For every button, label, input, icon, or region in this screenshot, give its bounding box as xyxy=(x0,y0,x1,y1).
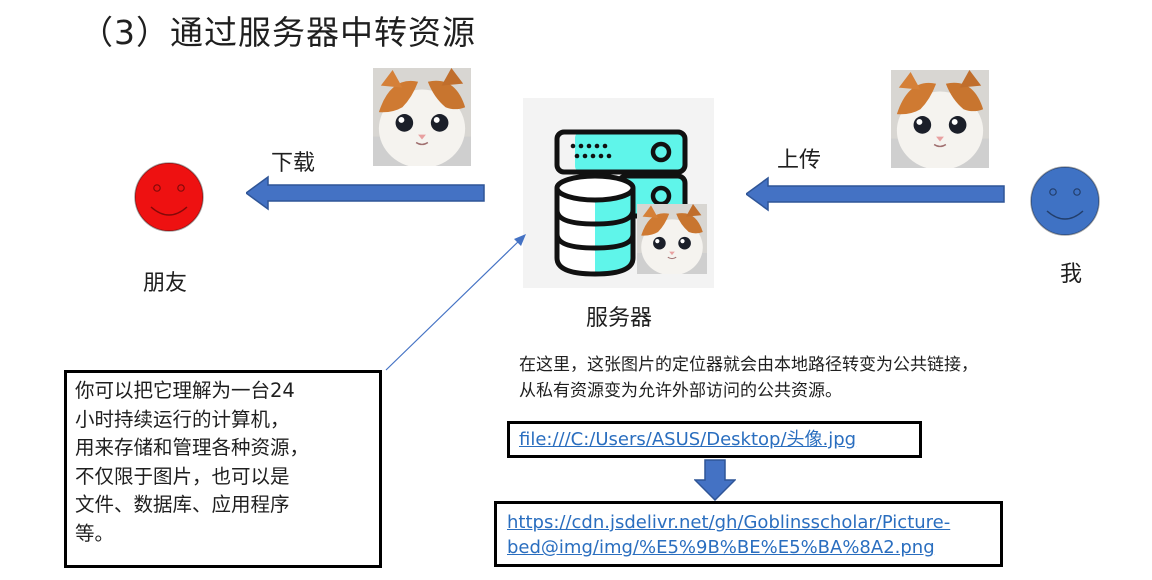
public-url-link[interactable]: https://cdn.jsdelivr.net/gh/Goblinsschol… xyxy=(507,512,951,533)
note-line: 小时持续运行的计算机， xyxy=(75,407,290,431)
friend-smiley-icon xyxy=(133,161,205,233)
cat-avatar-image xyxy=(373,68,471,166)
public-url-box: https://cdn.jsdelivr.net/gh/Goblinsschol… xyxy=(494,501,1003,567)
local-path-box: file:///C:/Users/ASUS/Desktop/头像.jpg xyxy=(507,421,922,458)
note-line: 你可以把它理解为一台24 xyxy=(75,379,295,402)
pointer-arrow xyxy=(380,226,540,376)
server-icon xyxy=(523,98,714,288)
friend-label: 朋友 xyxy=(143,271,188,296)
caption: 在这里，这张图片的定位器就会由本地路径转变为公共链接， 从私有资源变为允许外部访… xyxy=(519,352,978,404)
page-title: （3）通过服务器中转资源 xyxy=(80,13,476,52)
me-label: 我 xyxy=(1060,262,1083,287)
public-url-link[interactable]: bed@img/img/%E5%9B%BE%E5%BA%8A2.png xyxy=(507,537,935,558)
cat-avatar-image xyxy=(891,70,989,168)
caption-line: 从私有资源变为允许外部访问的公共资源。 xyxy=(519,381,842,401)
server-label: 服务器 xyxy=(586,306,653,331)
download-label: 下载 xyxy=(271,151,316,176)
explanation-note: 你可以把它理解为一台24 小时持续运行的计算机， 用来存储和管理各种资源， 不仅… xyxy=(64,370,382,568)
download-arrow xyxy=(246,175,486,211)
me-smiley-icon xyxy=(1029,165,1101,237)
conversion-down-arrow xyxy=(694,459,736,501)
caption-line: 在这里，这张图片的定位器就会由本地路径转变为公共链接， xyxy=(519,355,978,375)
local-path-link[interactable]: file:///C:/Users/ASUS/Desktop/头像.jpg xyxy=(519,429,857,450)
note-line: 文件、数据库、应用程序 xyxy=(75,493,290,516)
note-line: 用来存储和管理各种资源， xyxy=(75,436,310,459)
note-line: 等。 xyxy=(75,521,115,545)
note-line: 不仅限于图片，也可以是 xyxy=(75,464,290,488)
upload-arrow xyxy=(746,176,1006,212)
upload-label: 上传 xyxy=(777,148,822,173)
